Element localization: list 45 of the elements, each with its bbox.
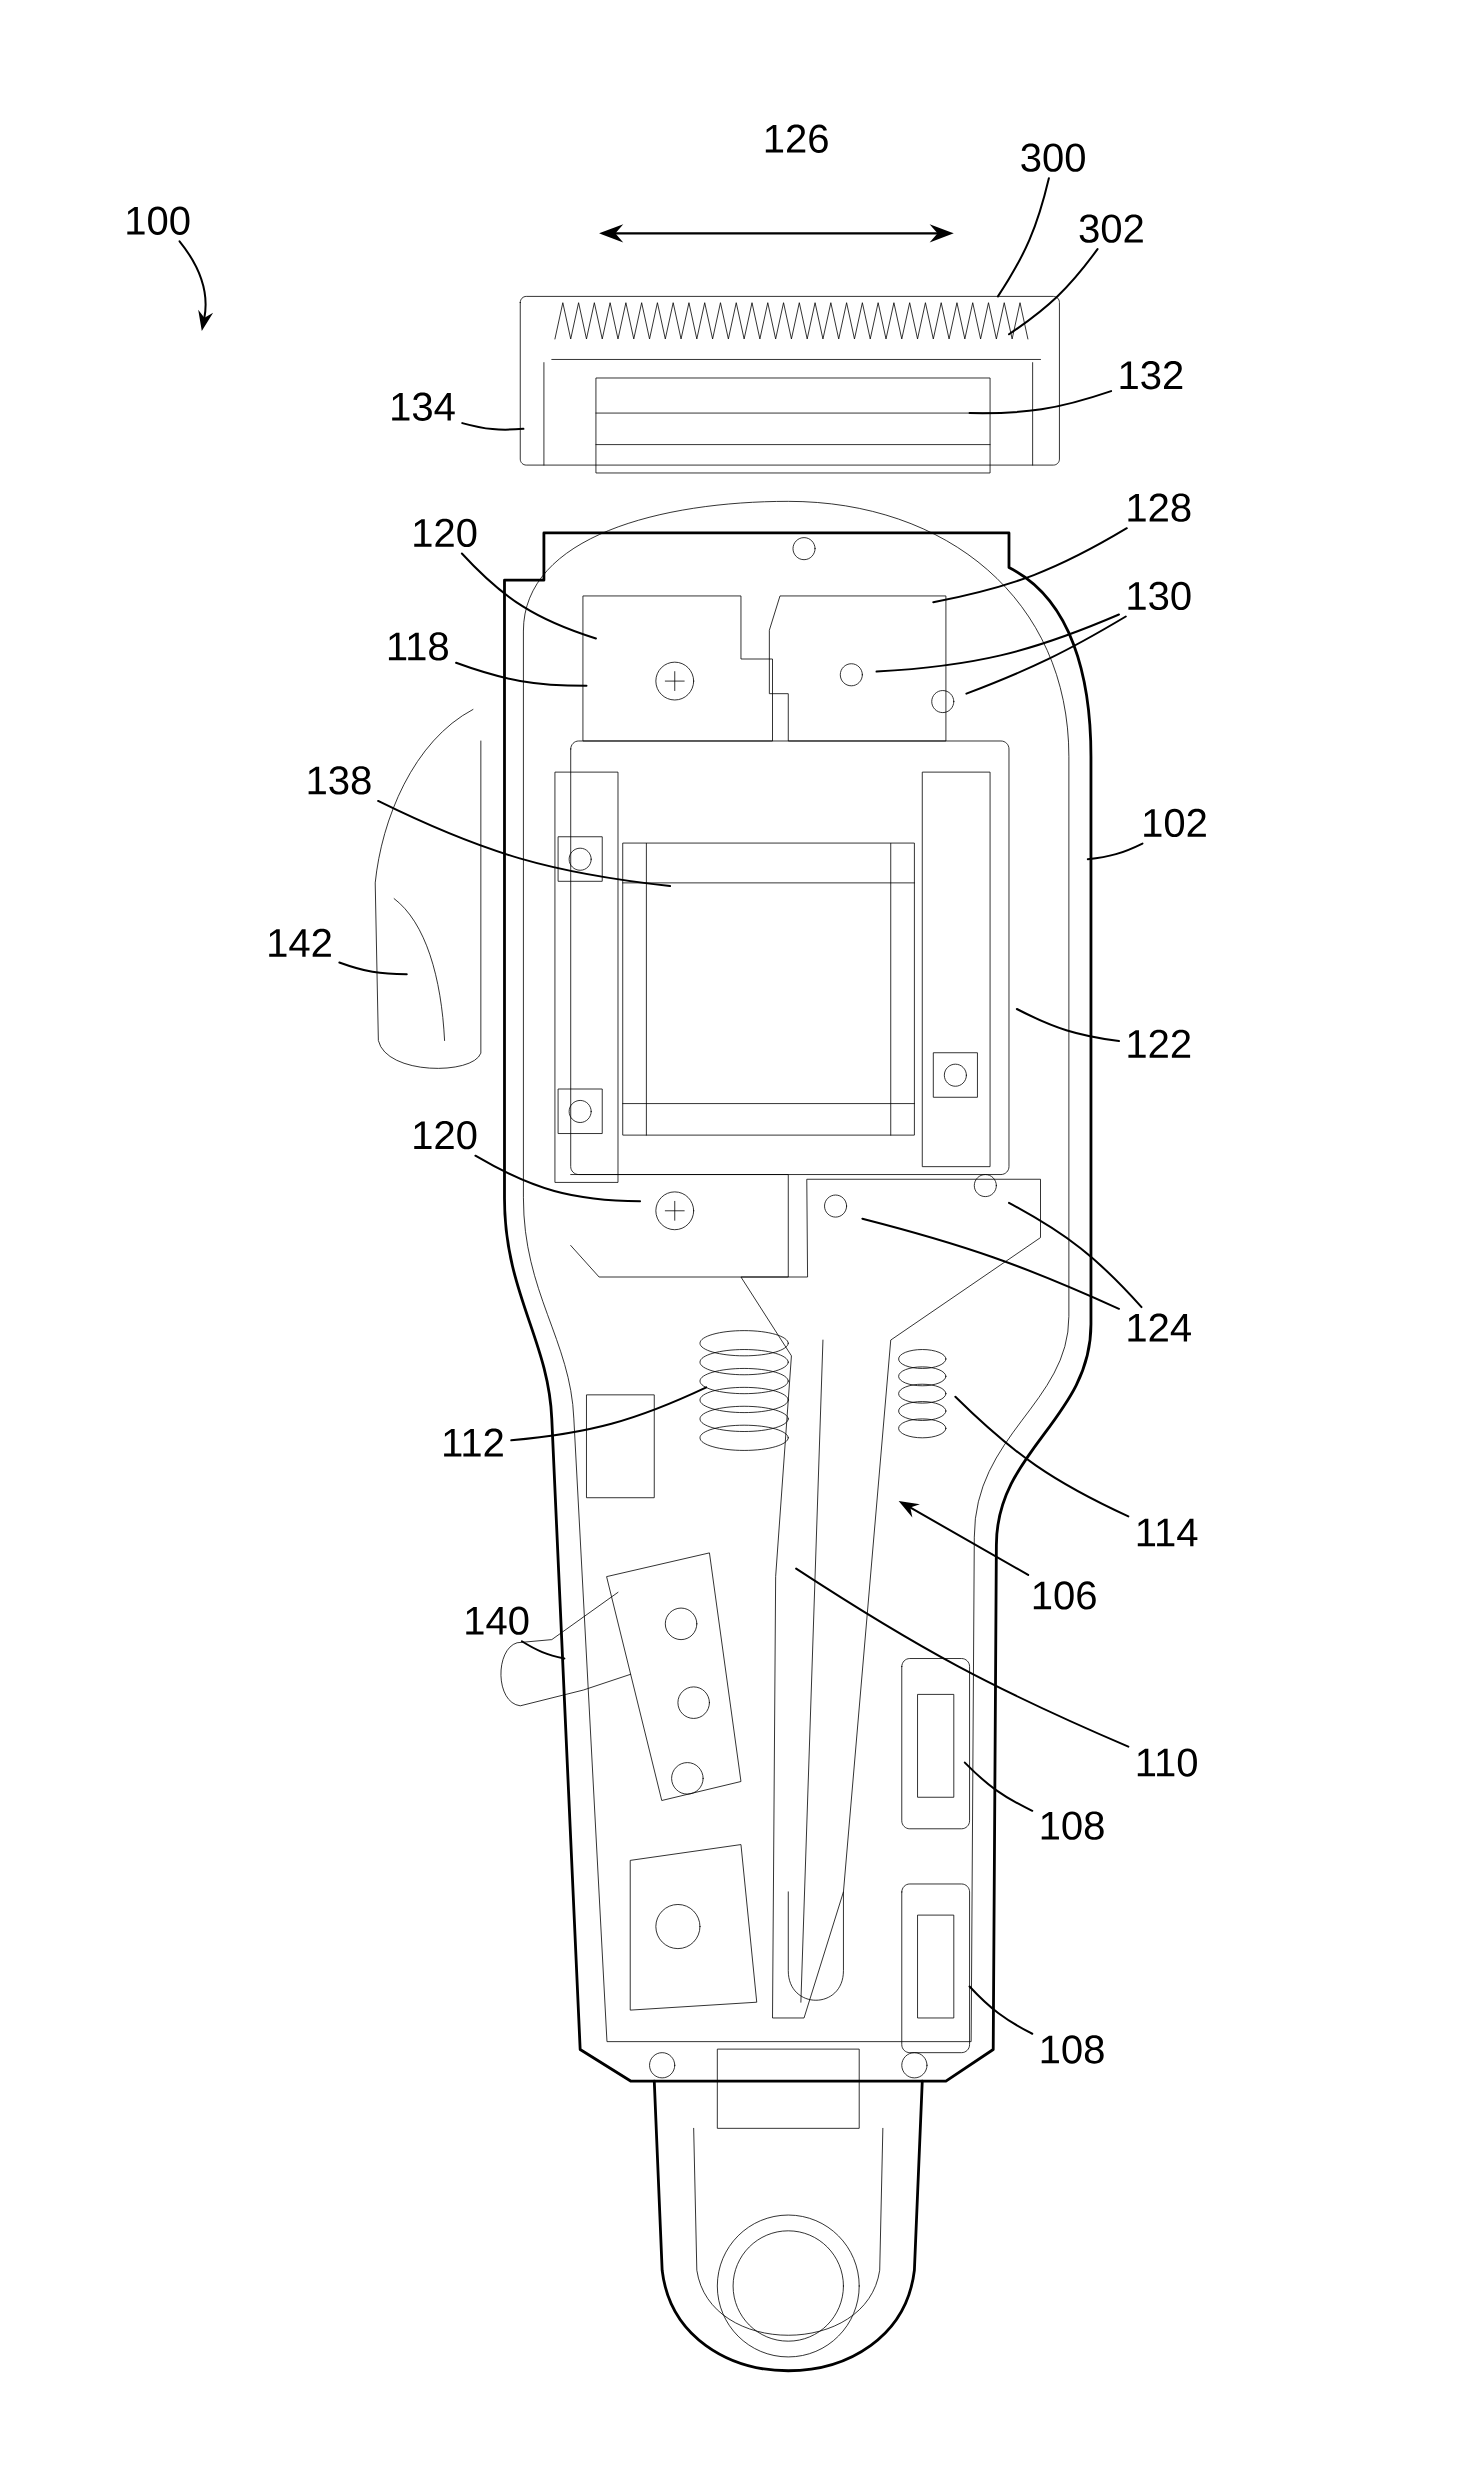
callout-number: 112 [444,1428,504,1457]
callout-number: 108 [1041,1811,1104,1840]
callout-number: 108 [1041,2035,1104,2064]
leader-line [455,661,588,687]
leader-line [338,961,408,976]
callout-number: 126 [766,124,828,153]
callout-number: 300 [1021,143,1086,172]
callout-number: 100 [127,206,190,235]
leader-line [875,613,1121,673]
callout-number: 120 [414,518,477,548]
leader-line [1087,842,1144,861]
callout-number: 124 [1128,1313,1192,1342]
leader-line [997,177,1051,298]
callout-number: 110 [1138,1748,1198,1777]
callout-number: 142 [269,928,332,957]
callout-number: 118 [389,632,449,661]
leader-line [461,552,598,640]
leader-line [474,1154,642,1203]
leader-line [954,1395,1130,1518]
callout-number: 138 [308,766,371,795]
leader-line [1016,1008,1121,1043]
callout-number: 128 [1128,493,1191,522]
callout-number: 106 [1034,1581,1096,1610]
leader-line [510,1386,708,1442]
leader-line [965,615,1127,695]
callout-number: 134 [392,392,455,421]
callout-number: 102 [1144,808,1207,838]
callout-number: 122 [1128,1029,1191,1058]
callout-number: 132 [1120,361,1183,390]
leader-line [795,1567,1130,1748]
leader-line [932,527,1128,604]
leader-line [861,1217,1121,1310]
callout-number: 120 [414,1120,477,1150]
leader-line [377,799,672,887]
leader-line [1008,248,1099,336]
leader-line [521,1640,566,1660]
leader-line [964,1761,1034,1812]
callout-number: 114 [1138,1518,1198,1547]
leader-line [968,1985,1034,2035]
leader-line [968,390,1113,415]
leader-line [461,422,525,431]
leader-line [1008,1201,1143,1309]
callout-number: 140 [466,1606,529,1635]
callout-number: 130 [1128,581,1191,611]
callout-number: 302 [1079,214,1143,243]
